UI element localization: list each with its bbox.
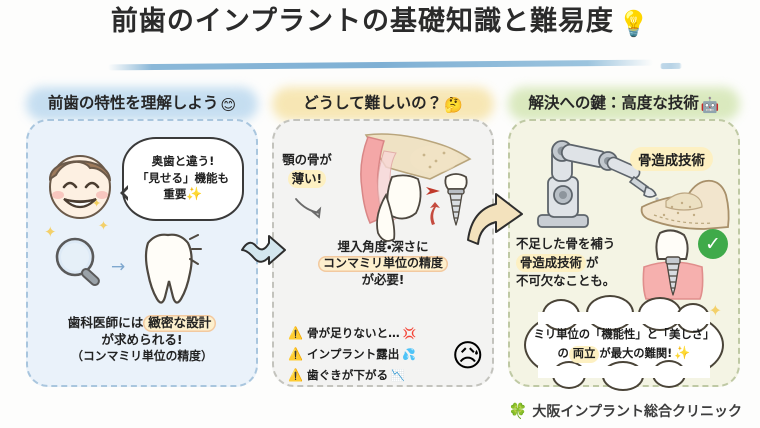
- thin-bone-highlight: 薄い!: [287, 169, 327, 189]
- chart-down-icon: 📉: [391, 368, 405, 382]
- front-tooth-icon: [144, 233, 202, 304]
- cloud-pre: の: [557, 346, 569, 360]
- sparkle-icon: ✨: [186, 187, 203, 203]
- sparkle-icon: ✦: [98, 219, 109, 234]
- warning-item: ⚠️ インプラント露出 💦: [288, 346, 438, 362]
- sad-sweating-face-icon: 😥: [451, 338, 484, 374]
- precision-highlight: コンマミリ単位の精度: [317, 256, 448, 273]
- title-underline: [107, 59, 654, 71]
- sparkle-icon: ✨: [674, 345, 691, 361]
- bone-graft-tech-label: 骨造成技術: [630, 147, 713, 171]
- small-arrow-icon: [295, 198, 322, 219]
- cloud-mask: [538, 366, 710, 378]
- thin-bone-label: 顎の骨が 薄い!: [276, 151, 338, 189]
- wave-arrow-1-to-2-icon: [241, 235, 286, 265]
- page-title-text: 前歯のインプラントの基礎知識と難易度: [110, 6, 615, 37]
- warning-icon: ⚠️: [288, 368, 303, 382]
- smiling-face-icon: 😊: [220, 96, 237, 114]
- page-title: 前歯のインプラントの基礎知識と難易度💡: [0, 6, 760, 39]
- panel-1-header-band: [26, 87, 258, 121]
- panel-1-heading: 前歯の特性を理解しよう😊: [26, 91, 258, 114]
- result-line-1: 不足した骨を補う: [516, 236, 616, 251]
- panel-solution-technology: 解決への鍵：高度な技術🤖: [508, 87, 740, 392]
- panel-2-header-band: [272, 87, 494, 121]
- bubble-line-3: 重要: [163, 187, 187, 202]
- implant-in-gum-illustration: [642, 229, 704, 300]
- precision-line-3: が必要!: [361, 272, 405, 288]
- sweat-icon: 💦: [402, 347, 417, 361]
- panel-1-heading-text: 前歯の特性を理解しよう: [47, 94, 219, 112]
- panel-3-heading-text: 解決への鍵：高度な技術: [528, 94, 699, 112]
- warning-text: 骨が足りないと…: [306, 326, 400, 340]
- panel-2-heading-text: どうして難しいの？: [303, 94, 443, 112]
- caption-line-3: （コンマミリ単位の精度）: [71, 349, 213, 364]
- precision-line-1: 埋入角度・深さに: [337, 239, 429, 254]
- panel-3-heading: 解決への鍵：高度な技術🤖: [508, 91, 740, 114]
- svg-text:✦: ✦: [92, 197, 101, 210]
- curve-arrow-2-to-3-icon: [467, 193, 523, 245]
- clinic-name: 大阪インプラント総合クリニック: [532, 404, 742, 420]
- bone-graft-result-text: 不足した骨を補う 骨造成技術が 不可欠なことも。: [516, 235, 638, 291]
- anger-icon: 💢: [402, 326, 417, 340]
- panel-3-header-band: [508, 87, 740, 121]
- warning-icon: ⚠️: [288, 326, 303, 340]
- panel-1-caption: 歯科医師には緻密な設計 が求められる! （コンマミリ単位の精度）: [30, 315, 254, 365]
- result-post: が: [585, 254, 599, 270]
- cloud-line-1: ミリ単位の「機能性」と「美しさ」: [533, 327, 715, 341]
- precision-text: 埋入角度・深さに コンマミリ単位の精度 が必要!: [274, 239, 492, 289]
- sparkle-icon: ✦: [44, 223, 57, 241]
- warning-text: インプラント露出: [306, 347, 400, 361]
- thin-bone-line-1: 顎の骨が: [282, 152, 332, 167]
- caption-line-2: が求められる!: [101, 331, 183, 347]
- robot-face-icon: 🤖: [700, 96, 720, 114]
- smiling-boy-face-icon: ✦: [48, 155, 111, 219]
- green-check-icon: ✓: [698, 229, 728, 259]
- speech-bubble-front-teeth: 奥歯と違う! 「見せる」機能も 重要✨: [120, 137, 244, 221]
- thinking-face-icon: 🤔: [444, 96, 463, 114]
- panel-front-teeth-traits: 前歯の特性を理解しよう😊 ✦ ✦ ✦ 奥歯と違う! 「見せる」機能も: [26, 87, 258, 392]
- caption-pre: 歯科医師には: [67, 315, 144, 330]
- warning-text: 歯ぐきが下がる: [306, 368, 389, 382]
- lightbulb-icon: 💡: [618, 9, 650, 38]
- warning-item: ⚠️ 骨が足りないと… 💢: [288, 325, 438, 341]
- cloud-callout: ミリ単位の「機能性」と「美しさ」 の両立が最大の難関!✨: [524, 295, 724, 391]
- result-highlight: 骨造成技術: [516, 253, 586, 273]
- cloud-highlight: 両立: [568, 345, 600, 363]
- sparkle-icon: ✦: [708, 301, 722, 320]
- magnifying-glass-icon: [55, 237, 100, 287]
- clinic-logo: 🍀 大阪インプラント総合クリニック: [509, 401, 742, 421]
- result-line-3: 不可欠なことも。: [516, 273, 616, 289]
- caption-highlight: 緻密な設計: [143, 315, 217, 332]
- bubble-line-2: 「見せる」機能も: [137, 170, 229, 185]
- cloud-post: が最大の難関!: [599, 346, 673, 360]
- arrow-right-icon: →: [111, 257, 126, 277]
- panel-2-heading: どうして難しいの？🤔: [272, 91, 494, 114]
- warning-icon: ⚠️: [288, 347, 303, 361]
- warning-item: ⚠️ 歯ぐきが下がる 📉: [288, 367, 438, 383]
- jawbone-cross-section-illustration: [360, 133, 472, 242]
- cloud-mask: [538, 312, 710, 324]
- robotic-arm-grafting-illustration: [537, 140, 730, 230]
- bubble-line-1: 奥歯と違う!: [151, 153, 215, 168]
- clover-logo-icon: 🍀: [508, 402, 528, 420]
- title-underline-dash: [659, 62, 683, 70]
- panel-why-difficult: どうして難しいの？🤔 顎の骨: [272, 87, 494, 392]
- warning-list: ⚠️ 骨が足りないと… 💢 ⚠️ インプラント露出 💦 ⚠️ 歯ぐきが下がる 📉: [288, 325, 438, 388]
